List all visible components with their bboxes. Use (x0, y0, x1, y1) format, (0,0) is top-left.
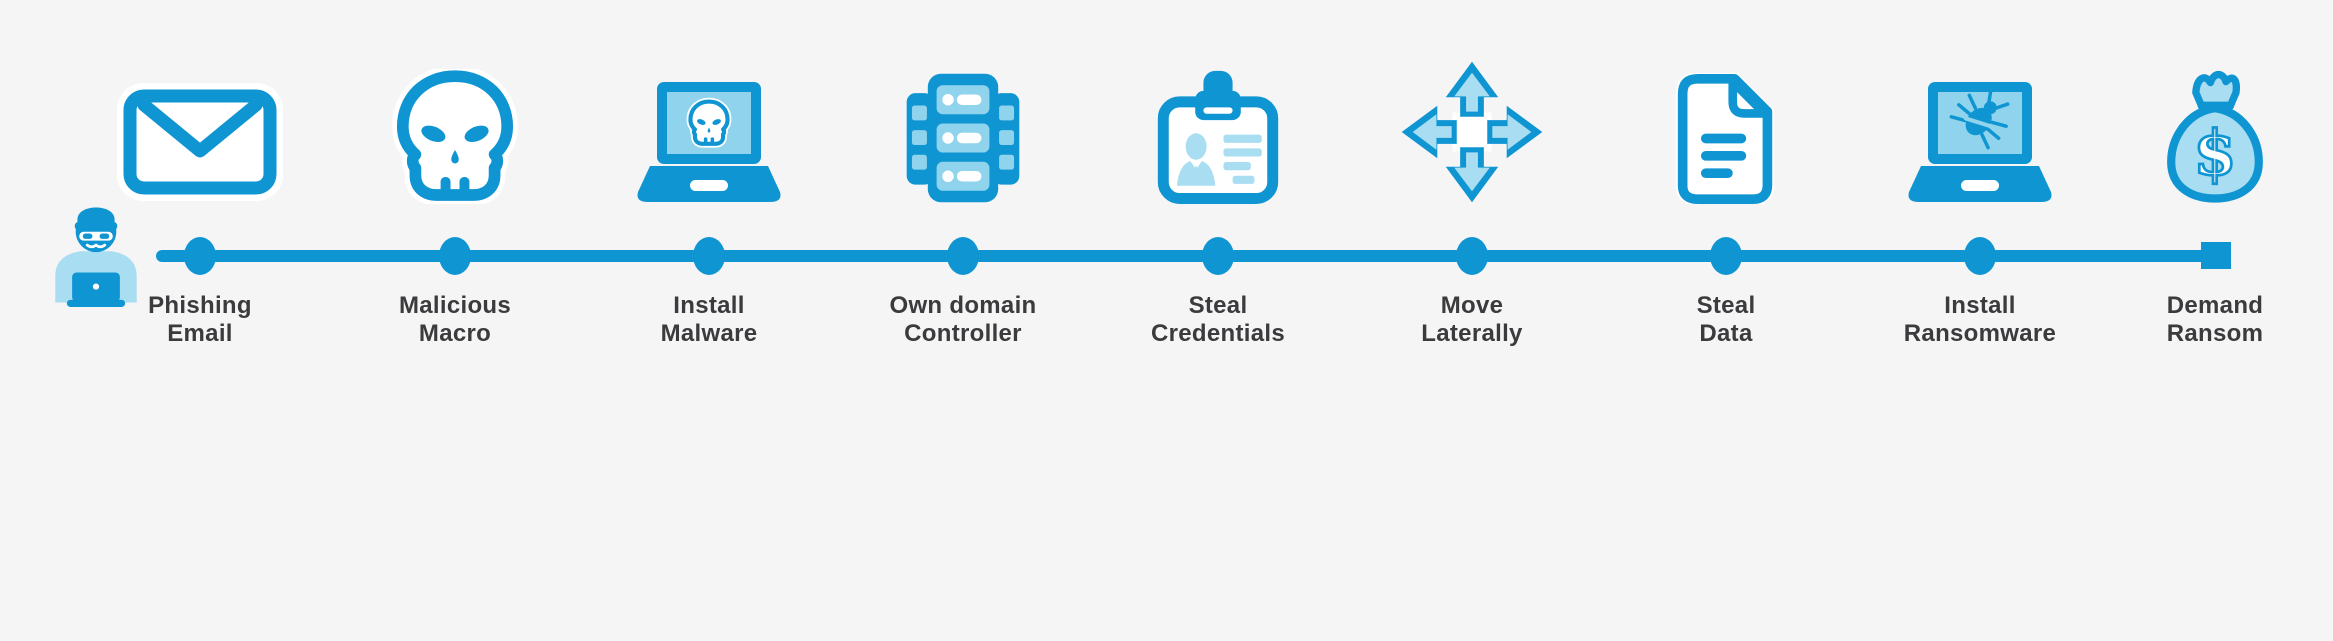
stage-label-line1: Install (673, 292, 745, 319)
stage-move-laterally: Move Laterally (1342, 0, 1602, 641)
stage-install-ransomware: Install Ransomware (1850, 0, 2110, 641)
server-stack-icon (906, 73, 1020, 203)
timeline-dot (184, 237, 216, 275)
stage-label-line2: Malware (660, 320, 758, 347)
stage-label-line2: Credentials (1150, 320, 1285, 347)
stage-label-line1: Own domain (889, 292, 1037, 319)
stage-label: Steal Data (1596, 292, 1856, 348)
stage-label: Steal Credentials (1088, 292, 1348, 348)
stage-label: Demand Ransom (2085, 292, 2333, 348)
stage-label-line1: Steal (1696, 292, 1756, 319)
money-bag-icon: $ (2167, 71, 2263, 203)
stage-label: Install Malware (579, 292, 839, 348)
envelope-icon (117, 83, 283, 201)
stage-label-line2: Controller (904, 320, 1022, 347)
move-arrows-icon (1401, 61, 1543, 203)
timeline-dot (1202, 237, 1234, 275)
svg-text:$: $ (2193, 117, 2236, 190)
stage-label-line2: Ransom (2166, 320, 2264, 347)
stage-label-line2: Data (1699, 320, 1753, 347)
skull-icon (392, 69, 518, 204)
stage-label-line2: Ransomware (1903, 320, 2057, 347)
stage-label: Move Laterally (1342, 292, 1602, 348)
stage-label-line2: Email (167, 320, 233, 347)
stage-demand-ransom: $ Demand Ransom (2085, 0, 2333, 641)
stage-phishing-email: Phishing Email (70, 0, 330, 641)
stage-own-domain-controller: Own domain Controller (833, 0, 1093, 641)
timeline-dot (693, 237, 725, 275)
stage-label-line2: Laterally (1421, 320, 1523, 347)
stage-label-line1: Move (1440, 292, 1504, 319)
document-icon (1675, 73, 1775, 204)
stage-label: Own domain Controller (833, 292, 1093, 348)
stage-label: Install Ransomware (1850, 292, 2110, 348)
stage-steal-data: Steal Data (1596, 0, 1856, 641)
stage-label: Phishing Email (70, 292, 330, 348)
laptop-skull-icon (637, 82, 781, 202)
stage-label-line1: Install (1944, 292, 2016, 319)
stage-label-line2: Macro (418, 320, 492, 347)
stage-steal-credentials: Steal Credentials (1088, 0, 1348, 641)
stage-label-line1: Steal (1188, 292, 1248, 319)
stage-label-line1: Malicious (398, 292, 512, 319)
timeline-line (156, 250, 2216, 262)
timeline-dot (1456, 237, 1488, 275)
stage-malicious-macro: Malicious Macro (325, 0, 585, 641)
timeline-dot (1710, 237, 1742, 275)
stage-install-malware: Install Malware (579, 0, 839, 641)
stage-label-line1: Demand (2166, 292, 2264, 319)
stage-label: Malicious Macro (325, 292, 585, 348)
hacker-at-laptop-icon (55, 207, 137, 307)
timeline-end-square (2201, 242, 2231, 269)
timeline-dot (947, 237, 979, 275)
laptop-bug-icon (1908, 82, 2052, 202)
stage-label-line1: Phishing (148, 292, 252, 319)
timeline-dot (1964, 237, 1996, 275)
id-badge-icon (1157, 70, 1279, 204)
timeline-dot (439, 237, 471, 275)
